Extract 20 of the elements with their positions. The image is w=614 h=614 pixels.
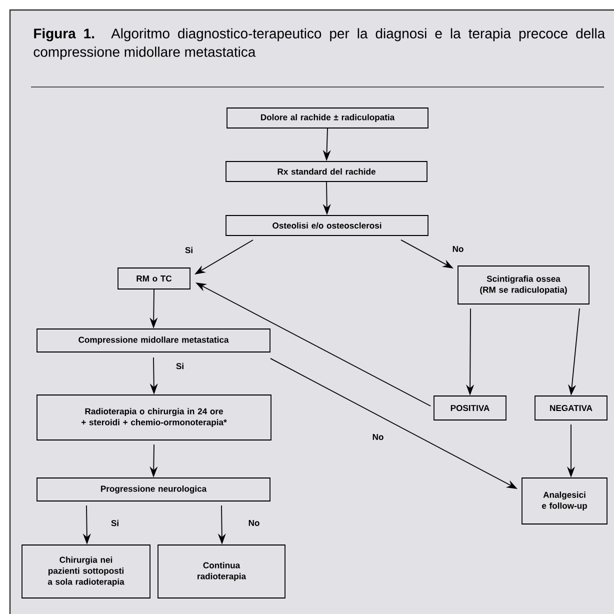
- edge-label: Si: [185, 246, 192, 254]
- process-box: Compressione midollare metastatica: [36, 328, 270, 352]
- edge-label: No: [452, 246, 464, 252]
- process-box: Analgesici e follow-up: [522, 478, 608, 524]
- process-box: Dolore al rachide ± radiculopatia: [226, 108, 428, 128]
- process-box: Progressione neurologica: [36, 478, 270, 502]
- process-box: Continua radioterapia: [158, 544, 286, 598]
- edge-label: No: [248, 520, 260, 526]
- process-box: Rx standard del rachide: [226, 161, 428, 182]
- edge-label: Si: [176, 362, 184, 370]
- process-box: Scintigrafia ossea (RM se radiculopatia): [458, 266, 590, 304]
- process-box: Osteolisi e/o osteosclerosi: [226, 215, 428, 236]
- process-box: Radioterapia o chirurgia in 24 ore + steroidi + chemio-ormonoterapia*: [36, 394, 272, 440]
- title: Figura 1. Algoritmo diagnostico-terapeutico per la diagnosi e la terapia precoce della compressione midollare metastatica: [34, 28, 606, 60]
- process-box: NEGATIVA: [534, 396, 608, 420]
- edge-label: No: [372, 434, 384, 440]
- process-box: Chirurgia nei pazienti sottoposti a sola radioterapia: [22, 544, 150, 598]
- process-box: RM o TC: [118, 268, 190, 290]
- process-box: POSITIVA: [434, 396, 506, 420]
- edge-label: Si: [111, 520, 118, 526]
